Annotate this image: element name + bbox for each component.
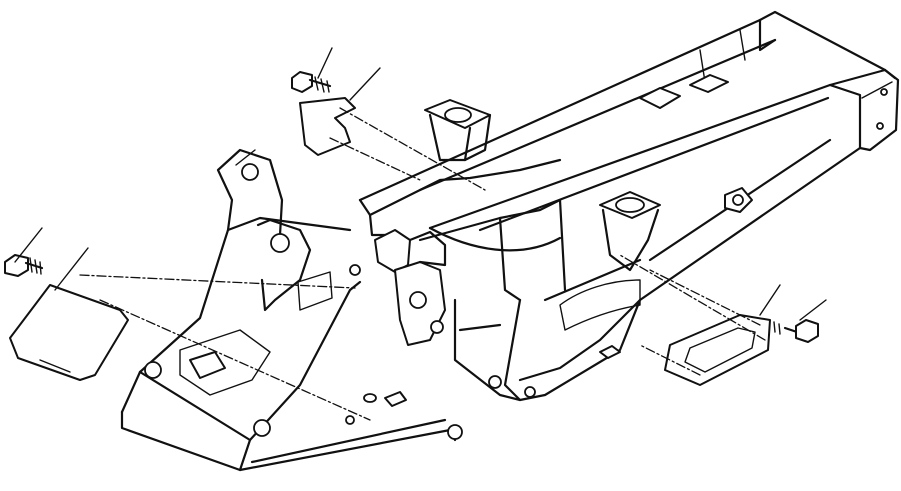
- bolt-right: [773, 319, 819, 343]
- front-frame: [120, 148, 463, 472]
- rear-frame: [358, 10, 900, 402]
- cover-plate-left: [9, 284, 129, 381]
- bolt-left: [4, 254, 44, 277]
- bolt-top: [291, 71, 332, 93]
- cover-plate-top: [299, 97, 356, 156]
- leader-lines: [14, 47, 827, 321]
- cover-plate-right: [664, 314, 771, 386]
- explode-lines: [79, 107, 766, 421]
